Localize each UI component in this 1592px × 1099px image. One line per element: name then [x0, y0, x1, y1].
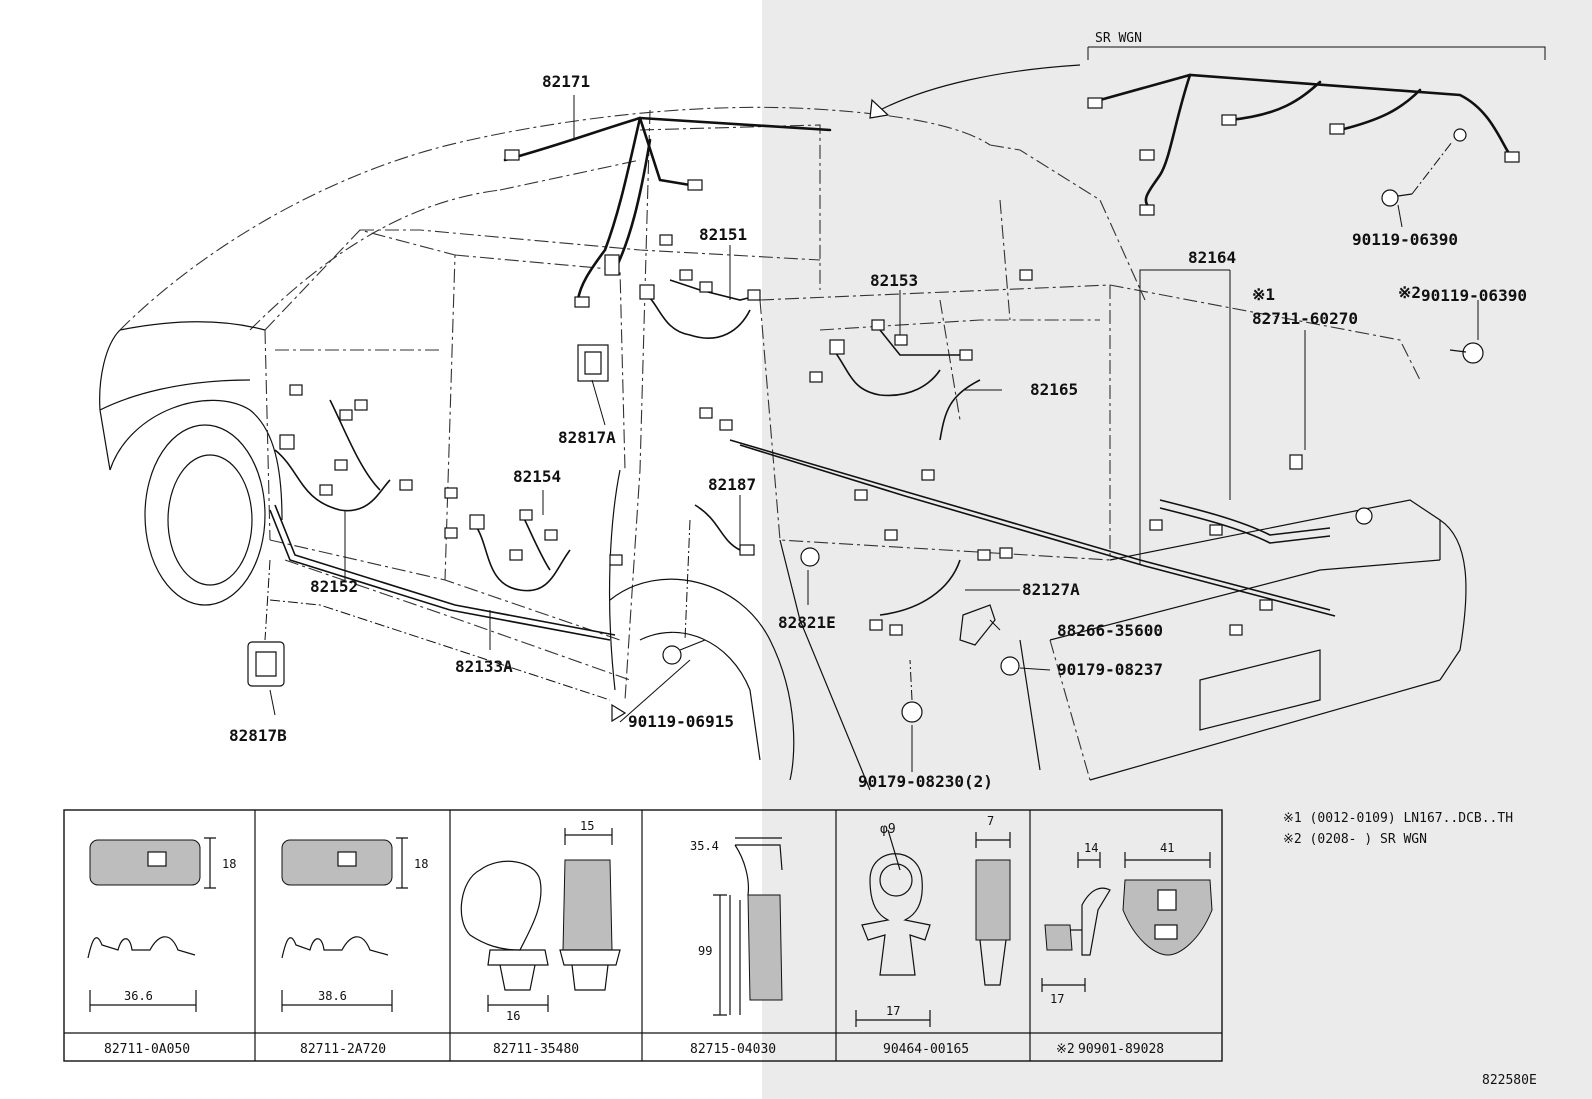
dim-0A050-height: 18: [222, 857, 236, 871]
callout-82153: 82153: [870, 271, 918, 290]
connectors: [279, 97, 1520, 636]
dim-35480-top: 15: [580, 819, 594, 833]
callout-82817A: 82817A: [558, 428, 616, 447]
callout-82165: 82165: [1030, 380, 1078, 399]
sr-wgn-label: SR WGN: [1095, 31, 1142, 46]
mark-2-90119: ※2: [1398, 283, 1421, 302]
dim-00165-diameter: φ9: [880, 822, 896, 837]
part-drawing-90464-00165: φ9 7 17: [855, 814, 1011, 1027]
callout-90119-06390: 90119-06390: [1421, 286, 1527, 305]
note-1: ※1 (0012-0109) LN167..DCB..TH: [1283, 811, 1513, 826]
table-part-82711-0A050: 82711-0A050: [104, 1042, 190, 1057]
dim-89028-left: 14: [1084, 841, 1098, 855]
callout-82164: 82164: [1188, 248, 1236, 267]
table-part-90901-89028: 90901-89028: [1078, 1042, 1164, 1057]
table-part-82715-04030: 82715-04030: [690, 1042, 776, 1057]
dim-04030-height: 99: [698, 944, 712, 958]
dim-00165-width: 7: [987, 814, 994, 828]
callout-82171: 82171: [542, 72, 590, 91]
dim-89028-bottom: 17: [1050, 992, 1064, 1006]
callout-90179-08230: 90179-08230(2): [858, 772, 993, 791]
mark-1-82711: ※1: [1252, 285, 1275, 304]
callout-82821E: 82821E: [778, 613, 836, 632]
fasteners: [247, 189, 1484, 723]
callout-82154: 82154: [513, 467, 561, 486]
harness-wires: [269, 73, 1512, 641]
part-drawing-82715-04030: 35.4 99: [690, 837, 783, 1016]
table-part-90464-00165: 90464-00165: [883, 1042, 969, 1057]
truck-body-outline: [99, 106, 1467, 791]
dim-2A720-width: 38.6: [318, 989, 347, 1003]
callout-labels: 82171 82151 82153 82164 82165 82817A 821…: [229, 31, 1527, 791]
callout-82187: 82187: [708, 475, 756, 494]
dim-00165-length: 17: [886, 1004, 900, 1018]
table-part-82711-35480: 82711-35480: [493, 1042, 579, 1057]
callout-82127A: 82127A: [1022, 580, 1080, 599]
parts-table: 18 36.6 18 38.6: [63, 809, 1223, 1062]
callout-90119-06390-top: 90119-06390: [1352, 230, 1458, 249]
callout-90179-08237: 90179-08237: [1057, 660, 1163, 679]
callout-82817B: 82817B: [229, 726, 287, 745]
part-drawing-82711-0A050: 18 36.6: [87, 837, 236, 1012]
table-part-82711-2A720: 82711-2A720: [300, 1042, 386, 1057]
dim-0A050-width: 36.6: [124, 989, 153, 1003]
notes: ※1 (0012-0109) LN167..DCB..TH ※2 (0208- …: [1283, 811, 1537, 1088]
dim-2A720-height: 18: [414, 857, 428, 871]
dim-89028-right: 41: [1160, 841, 1174, 855]
part-drawing-90901-89028: 14 41 17: [1041, 841, 1213, 1006]
callout-82711-60270: 82711-60270: [1252, 309, 1358, 328]
dim-35480-bottom: 16: [506, 1009, 520, 1023]
callout-90119-06915: 90119-06915: [628, 712, 734, 731]
callout-82152: 82152: [310, 577, 358, 596]
note-2: ※2 (0208- ) SR WGN: [1283, 832, 1427, 847]
dim-04030-width: 35.4: [690, 839, 719, 853]
diagram-ref-code: 822580E: [1482, 1073, 1537, 1088]
callout-82133A: 82133A: [455, 657, 513, 676]
part-drawing-82711-35480: 15 16: [460, 819, 621, 1023]
leader-lines: [264, 46, 1546, 772]
part-drawing-82711-2A720: 18 38.6: [281, 837, 428, 1012]
table-mark-2: ※2: [1056, 1042, 1075, 1057]
callout-82151: 82151: [699, 225, 747, 244]
callout-88266-35600: 88266-35600: [1057, 621, 1163, 640]
